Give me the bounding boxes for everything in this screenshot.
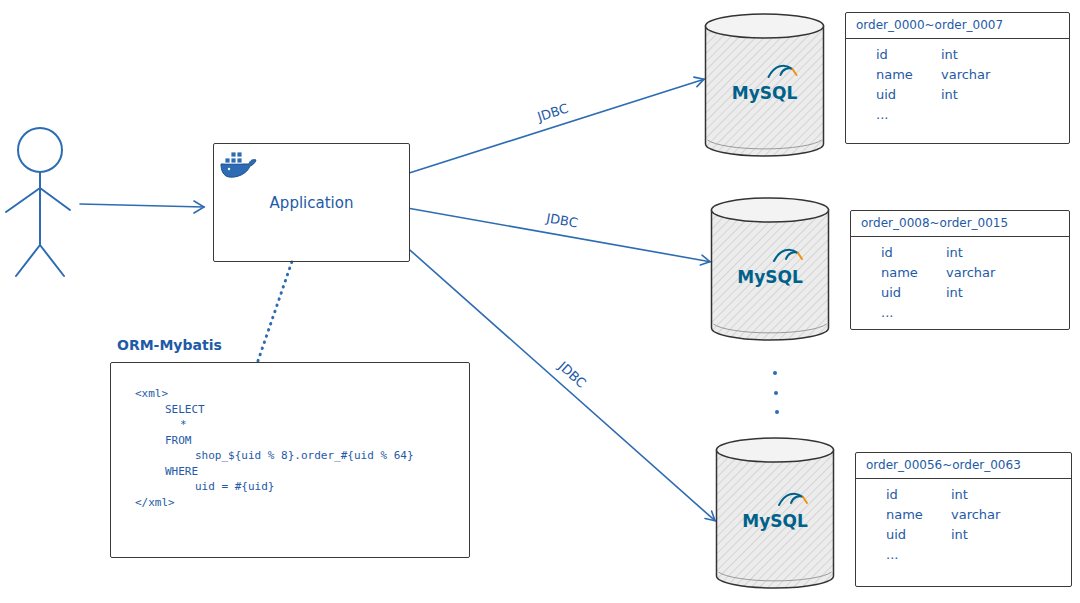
table-name: order_0008~order_0015 (861, 216, 1008, 230)
code-line: FROM (165, 434, 192, 447)
cylinder-body (717, 450, 834, 588)
column-name: uid (886, 527, 906, 542)
stick-figure (6, 128, 70, 276)
figure-head (18, 128, 62, 172)
column-name: id (876, 47, 888, 62)
cylinder-top (706, 14, 824, 38)
jdbc-arrow (410, 208, 710, 261)
column-name: id (886, 487, 898, 502)
database-cylinder: MySQL (710, 196, 830, 342)
column-type: int (946, 245, 963, 260)
box-label: Application (270, 194, 354, 212)
cylinder-rim (719, 572, 832, 581)
dot (774, 391, 778, 395)
edge-label: JDBC (532, 99, 573, 126)
docker-container (231, 158, 236, 163)
header-separator (856, 478, 1071, 479)
cylinder-hatch (706, 26, 824, 156)
docker-icon (221, 152, 256, 177)
dolphin-logo (769, 66, 793, 77)
cylinder-body (706, 26, 824, 156)
cylinder-hatch (712, 210, 829, 340)
header-separator (851, 236, 1069, 237)
table-name: order_0000~order_0007 (856, 18, 1003, 32)
cylinder-rim (708, 140, 822, 149)
table-name: order_00056~order_0063 (866, 458, 1021, 472)
code-line: </xml> (135, 496, 175, 509)
ellipsis-dots (773, 371, 779, 414)
table-schema: order_0000~order_0007id int name varchar uid… (845, 12, 1070, 144)
docker-container (225, 158, 230, 163)
column-type: int (951, 527, 968, 542)
code-line: uid = #{uid} (195, 480, 274, 493)
docker-eye (228, 168, 230, 170)
dolphin-tail (803, 497, 807, 503)
column-name: ... (876, 107, 888, 122)
dot (773, 371, 777, 375)
database-label: MySQL (732, 83, 798, 103)
database-cylinder: MySQL (704, 12, 825, 158)
dolphin-tail (798, 253, 802, 259)
cylinder-body (712, 210, 829, 340)
column-type: varchar (946, 265, 995, 280)
figure-leg (40, 245, 64, 276)
code-line: WHERE (165, 465, 198, 478)
column-type: int (941, 47, 958, 62)
jdbc-arrow (410, 250, 715, 521)
dolphin-logo (774, 250, 798, 261)
column-name: ... (881, 305, 893, 320)
edge-label: JDBC (552, 356, 591, 393)
table-schema: order_00056~order_0063id int name varchar ui… (855, 452, 1072, 587)
column-name: uid (881, 285, 901, 300)
code-line: SELECT (165, 403, 205, 416)
database-cylinder: MySQL (715, 436, 835, 590)
application-box: Application (213, 143, 410, 262)
database-label: MySQL (742, 511, 808, 531)
column-type: int (946, 285, 963, 300)
docker-container (231, 152, 236, 157)
code-line: shop_${uid % 8}.order_#{uid % 64} (195, 449, 414, 462)
column-type: int (941, 87, 958, 102)
code-box: ORM-Mybatis<xml>SELECT*FROMshop_${uid % … (110, 362, 470, 558)
code-line: * (180, 418, 187, 431)
column-type: int (951, 487, 968, 502)
dolphin-tail (793, 69, 797, 75)
column-type: varchar (941, 67, 990, 82)
column-name: uid (876, 87, 896, 102)
column-name: id (881, 245, 893, 260)
dotted-connector (258, 262, 292, 362)
dolphin-logo (779, 494, 803, 505)
edge-label: JDBC (543, 210, 583, 232)
user-arrow (80, 201, 204, 213)
figure-arm (40, 188, 70, 210)
code-line: <xml> (135, 387, 168, 400)
column-type: varchar (951, 507, 1000, 522)
database-label: MySQL (737, 267, 803, 287)
column-name: name (881, 265, 918, 280)
figure-arm (6, 188, 40, 212)
cylinder-top (712, 198, 829, 222)
cylinder-top (717, 438, 834, 462)
dot (775, 410, 779, 414)
user-arrow-line (80, 204, 204, 207)
column-name: name (876, 67, 913, 82)
jdbc-arrow (410, 79, 704, 173)
column-name: ... (886, 547, 898, 562)
docker-container (237, 158, 242, 163)
cylinder-hatch (717, 450, 834, 588)
user-arrow-head (194, 201, 204, 213)
docker-container (237, 152, 242, 157)
cylinder-rim (714, 324, 827, 333)
figure-leg (16, 245, 40, 276)
header-separator (846, 38, 1069, 39)
figure-body (39, 172, 41, 245)
table-schema: order_0008~order_0015id int name varchar uid… (850, 210, 1070, 330)
column-name: name (886, 507, 923, 522)
box-heading: ORM-Mybatis (117, 337, 222, 353)
